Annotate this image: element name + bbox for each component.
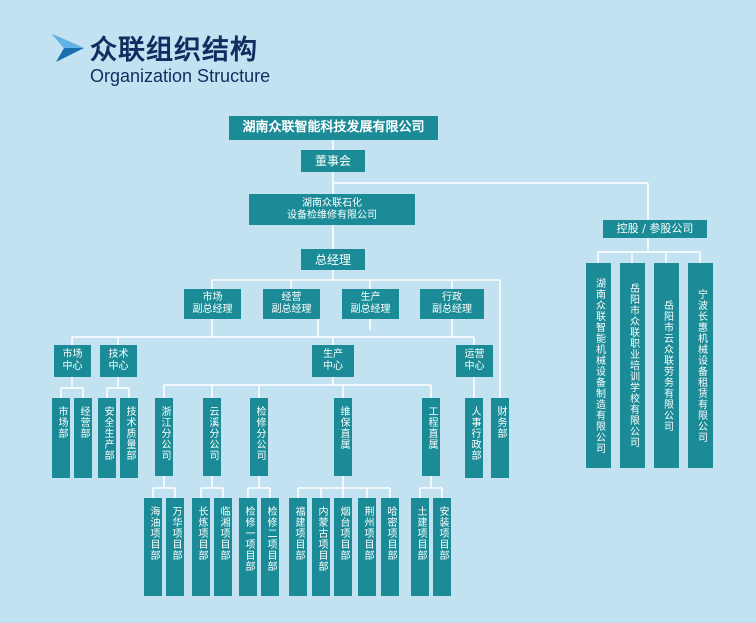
- node-proj-jianxiu1: 检修一项目部: [239, 498, 257, 596]
- node-dept-finance: 财务部: [491, 398, 509, 478]
- node-vgm-prod: 生产 副总经理: [342, 289, 399, 319]
- node-dept-quality: 技术质量部: [120, 398, 138, 478]
- arrow-logo-icon: [52, 34, 84, 62]
- node-company: 湖南众联智能科技发展有限公司: [229, 116, 438, 140]
- page-subtitle: Organization Structure: [90, 66, 271, 86]
- node-vgm-market: 市场 副总经理: [184, 289, 241, 319]
- node-branch-weibao: 维保直属: [334, 398, 352, 476]
- node-proj-jingzhou: 荆州项目部: [358, 498, 376, 596]
- node-proj-haiyou: 海油项目部: [144, 498, 162, 596]
- node-branch-zhejiang: 浙江分公司: [155, 398, 173, 476]
- node-branch-yunxi: 云溪分公司: [203, 398, 221, 476]
- node-holding-peixun: 岳阳市众联职业培训学校有限公司: [620, 263, 645, 468]
- node-proj-tujian: 土建项目部: [411, 498, 429, 596]
- node-sub-company: 湖南众联石化 设备检维修有限公司: [249, 194, 415, 225]
- node-holding-zulin: 宁波长惠机械设备租赁有限公司: [688, 263, 713, 468]
- node-holding: 控股 / 参股公司: [603, 220, 707, 238]
- node-proj-hami: 哈密项目部: [381, 498, 399, 596]
- node-proj-wanhua: 万华项目部: [166, 498, 184, 596]
- node-gm: 总经理: [301, 249, 365, 270]
- node-center-ops: 运营 中心: [456, 345, 493, 377]
- node-center-market: 市场 中心: [54, 345, 91, 377]
- node-proj-fujian: 福建项目部: [289, 498, 307, 596]
- node-vgm-ops: 经营 副总经理: [263, 289, 320, 319]
- node-proj-linxiang: 临湘项目部: [214, 498, 232, 596]
- node-dept-hr: 人事行政部: [465, 398, 483, 478]
- node-dept-business: 经营部: [74, 398, 92, 478]
- node-dept-market: 市场部: [52, 398, 70, 478]
- page-title: 众联组织结构: [90, 35, 258, 66]
- node-board: 董事会: [301, 150, 365, 172]
- node-center-tech: 技术 中心: [100, 345, 137, 377]
- node-holding-laowu: 岳阳市云众联劳务有限公司: [654, 263, 679, 468]
- node-branch-jianxiu: 检修分公司: [250, 398, 268, 476]
- node-proj-yantai: 烟台项目部: [334, 498, 352, 596]
- node-holding-zhineng: 湖南众联智能机械设备制造有限公司: [586, 263, 611, 468]
- node-proj-neimenggu: 内蒙古项目部: [312, 498, 330, 596]
- node-center-prod: 生产 中心: [312, 345, 354, 377]
- node-dept-safety: 安全生产部: [98, 398, 116, 478]
- node-proj-changlian: 长炼项目部: [192, 498, 210, 596]
- node-vgm-admin: 行政 副总经理: [420, 289, 484, 319]
- node-proj-anzhuang: 安装项目部: [433, 498, 451, 596]
- node-proj-jianxiu2: 检修二项目部: [261, 498, 279, 596]
- node-branch-gongcheng: 工程直属: [422, 398, 440, 476]
